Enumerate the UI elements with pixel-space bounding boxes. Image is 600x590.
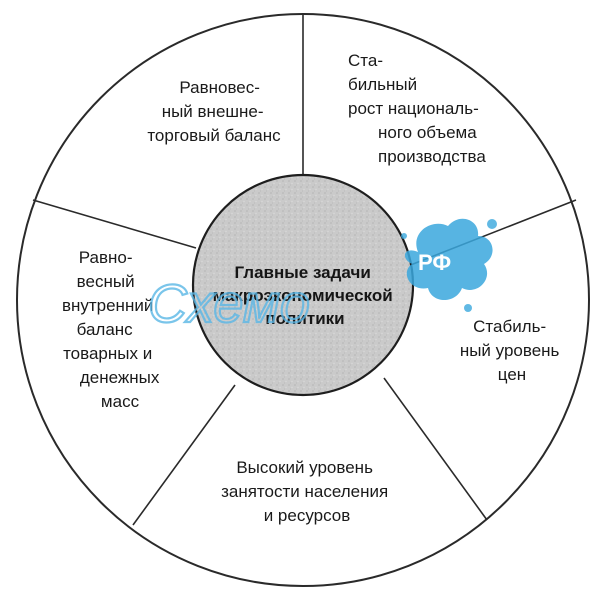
segment-line: Равно- [79,248,133,267]
segment-line: рост националь- [348,99,479,118]
segment-line: товарных и [63,344,152,363]
segment-internal-balance: Равно- весный внутренний баланс товарных… [62,248,164,411]
segment-employment: Высокий уровень занятости населения и ре… [221,458,393,525]
watermark-badge: РФ [418,250,451,275]
segment-line: масс [101,392,140,411]
segment-line: денежных [80,368,160,387]
watermark-splash-drop [487,219,497,229]
segment-line: внутренний [62,296,153,315]
segment-line: бильный [348,75,417,94]
watermark-splash-drop [464,304,472,312]
divider-bottom-left [132,384,236,526]
segment-line: и ресурсов [264,506,351,525]
segment-line: Ста- [348,51,383,70]
center-title: Главные задачи макроэкономической полити… [213,263,398,328]
segment-line: ный внешне- [162,102,264,121]
segment-line: торговый баланс [147,126,281,145]
segment-line: Равновес- [179,78,260,97]
center-line-2: макроэкономической [213,286,393,305]
segment-stable-growth: Ста- бильный рост националь- ного объема… [348,51,486,166]
watermark-splash-drop [401,233,407,239]
divider-bottom-right [383,377,488,521]
segment-trade-balance: Равновес- ный внешне- торговый баланс [147,78,281,145]
segment-line: Стабиль- [473,317,546,336]
divider-left [32,199,197,249]
watermark-splash-icon [404,218,493,300]
segment-line: производства [378,147,486,166]
segment-line: занятости населения [221,482,388,501]
watermark: Схемо РФ [147,218,497,335]
watermark-text: Схемо [148,274,310,334]
segment-line: ного объема [378,123,477,142]
segment-line: баланс [77,320,134,339]
segment-line: Высокий уровень [236,458,373,477]
segment-line: ный уровень [460,341,560,360]
segment-stable-prices: Стабиль- ный уровень цен [460,317,564,384]
center-line-3: политики [265,309,344,328]
segment-line: весный [77,272,135,291]
center-line-1: Главные задачи [234,263,370,282]
segment-line: цен [498,365,526,384]
